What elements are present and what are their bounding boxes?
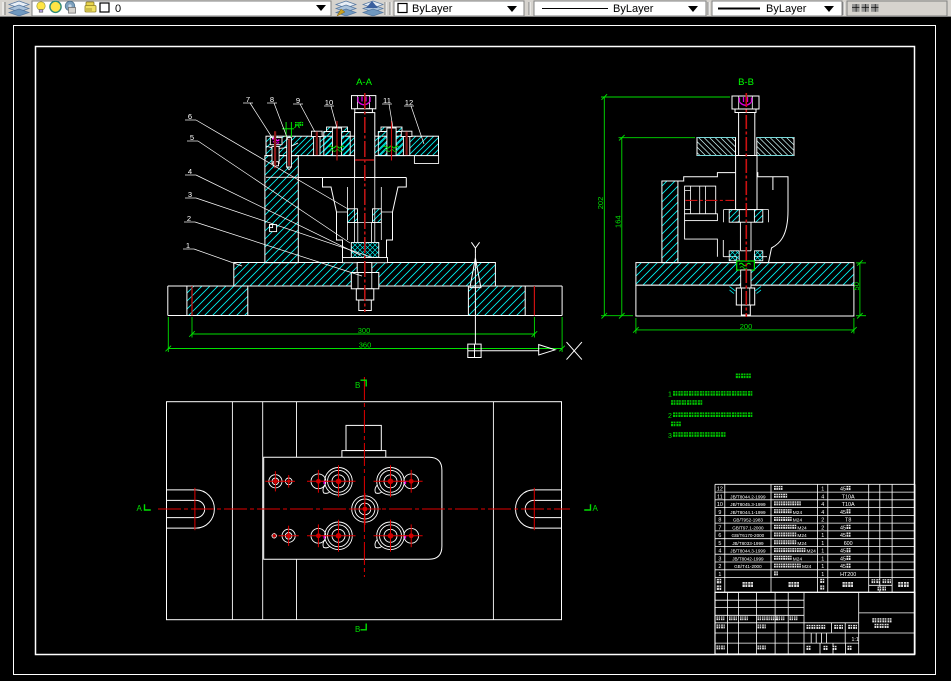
svg-text:A-A: A-A [356, 77, 373, 88]
svg-text:A: A [137, 504, 143, 513]
svg-text:4: 4 [821, 494, 824, 500]
svg-text:T8: T8 [845, 518, 851, 524]
svg-text:10: 10 [325, 98, 333, 107]
svg-text:JB/T8045.3-1999: JB/T8045.3-1999 [730, 502, 766, 507]
svg-text:T10A: T10A [842, 502, 855, 508]
svg-text:1: 1 [821, 564, 824, 570]
svg-text:4: 4 [821, 510, 824, 516]
svg-text:ByLayer: ByLayer [766, 3, 807, 15]
svg-text:2: 2 [187, 214, 191, 223]
svg-text:T10A: T10A [842, 494, 855, 500]
svg-text:4: 4 [821, 502, 824, 508]
svg-text:300: 300 [358, 326, 371, 335]
svg-text:JB/T8042-1999: JB/T8042-1999 [732, 556, 764, 561]
svg-text:2: 2 [668, 413, 672, 420]
svg-text:45: 45 [840, 564, 846, 570]
svg-text:1: 1 [821, 549, 824, 555]
svg-text:M24: M24 [793, 556, 803, 562]
svg-text:B-B: B-B [738, 77, 754, 88]
svg-text:M24: M24 [793, 510, 803, 516]
svg-text:1: 1 [186, 241, 190, 250]
svg-text:11: 11 [383, 96, 391, 105]
svg-text:JB/T8044.2-1999: JB/T8044.2-1999 [730, 494, 766, 499]
svg-text:3: 3 [188, 190, 192, 199]
svg-text:45: 45 [840, 510, 846, 516]
svg-text:M24: M24 [807, 549, 817, 555]
svg-text:45: 45 [840, 487, 846, 493]
svg-text:ByLayer: ByLayer [412, 3, 453, 15]
svg-text:2: 2 [718, 564, 721, 570]
svg-text:5: 5 [718, 541, 721, 547]
svg-text:JB/T8044.1-1999: JB/T8044.1-1999 [730, 510, 766, 515]
svg-text:9: 9 [718, 510, 721, 516]
svg-text:3: 3 [668, 433, 672, 440]
svg-text:2: 2 [821, 525, 824, 531]
svg-text:B: B [355, 381, 360, 390]
svg-text:1: 1 [821, 572, 824, 578]
svg-text:ByLayer: ByLayer [613, 3, 654, 15]
svg-text:M24: M24 [797, 525, 807, 531]
svg-text:200: 200 [740, 322, 753, 331]
svg-text:164: 164 [614, 215, 623, 228]
svg-text:M24: M24 [802, 564, 812, 570]
svg-text:45: 45 [840, 556, 846, 562]
svg-text:45: 45 [840, 525, 846, 531]
svg-text:0: 0 [115, 3, 121, 15]
svg-text:1: 1 [821, 487, 824, 493]
svg-text:1: 1 [821, 556, 824, 562]
svg-text:B: B [355, 625, 360, 634]
svg-text:11: 11 [717, 494, 723, 500]
svg-text:7: 7 [246, 95, 250, 104]
svg-text:1:1: 1:1 [852, 637, 859, 643]
svg-text:50: 50 [852, 282, 861, 290]
svg-text:HT200: HT200 [840, 572, 856, 578]
svg-text:4: 4 [188, 167, 192, 176]
svg-text:12: 12 [405, 98, 413, 107]
svg-text:A: A [593, 504, 599, 513]
svg-text:4: 4 [718, 549, 721, 555]
svg-text:3: 3 [718, 556, 721, 562]
svg-text:6: 6 [188, 112, 192, 121]
svg-text:GB/T97.1-2000: GB/T97.1-2000 [732, 525, 764, 530]
svg-text:45: 45 [840, 533, 846, 539]
svg-text:1: 1 [821, 541, 824, 547]
svg-text:6: 6 [718, 533, 721, 539]
svg-text:JB/T8033-1999: JB/T8033-1999 [732, 541, 764, 546]
svg-text:1: 1 [718, 572, 721, 578]
svg-text:2: 2 [821, 518, 824, 524]
svg-text:JB/T8044.3-1999: JB/T8044.3-1999 [730, 549, 766, 554]
svg-text:600: 600 [844, 541, 853, 547]
svg-text:M24: M24 [797, 533, 807, 539]
svg-text:M24: M24 [793, 518, 803, 524]
svg-text:9: 9 [296, 96, 300, 105]
svg-text:8: 8 [718, 518, 721, 524]
svg-text:7: 7 [718, 525, 721, 531]
svg-text:8: 8 [270, 95, 274, 104]
svg-text:12: 12 [717, 487, 723, 493]
svg-text:202: 202 [596, 197, 605, 210]
svg-text:GB/T6170-2000: GB/T6170-2000 [732, 533, 765, 538]
svg-text:10: 10 [717, 502, 723, 508]
svg-text:45: 45 [840, 549, 846, 555]
svg-text:5: 5 [190, 133, 194, 142]
svg-text:GB/T952-1983: GB/T952-1983 [733, 518, 764, 523]
svg-text:1: 1 [668, 392, 672, 399]
svg-text:GB/T41-2000: GB/T41-2000 [734, 564, 762, 569]
svg-text:360: 360 [359, 340, 372, 349]
svg-text:M24: M24 [797, 541, 807, 547]
svg-text:1: 1 [821, 533, 824, 539]
